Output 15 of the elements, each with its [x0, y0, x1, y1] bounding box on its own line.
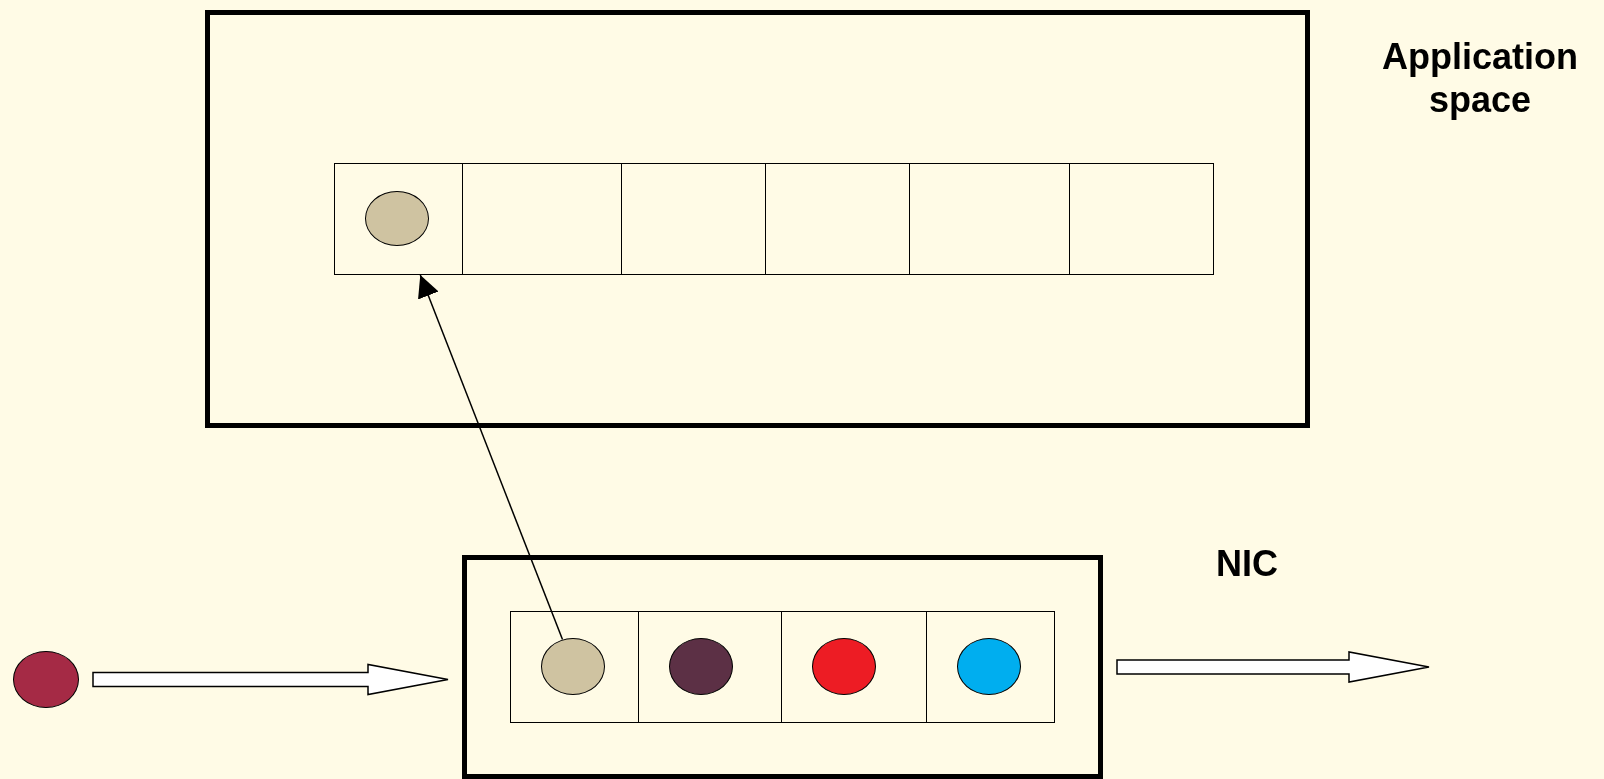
heading-label: Application space	[1381, 35, 1579, 122]
buffer-slot	[781, 611, 927, 723]
buffer-slot	[510, 611, 639, 723]
heading-label: NIC	[1215, 542, 1279, 586]
buffer-slot	[765, 163, 910, 275]
buffer-slot	[334, 163, 463, 275]
arrow	[418, 274, 564, 641]
block-arrow	[1116, 651, 1430, 683]
buffer-slot	[638, 611, 782, 723]
buffer-slot	[621, 163, 766, 275]
buffer-slot	[909, 163, 1070, 275]
block-arrow	[92, 663, 449, 696]
buffer-slot	[926, 611, 1055, 723]
buffer-slot	[462, 163, 622, 275]
buffer-slot	[1069, 163, 1214, 275]
